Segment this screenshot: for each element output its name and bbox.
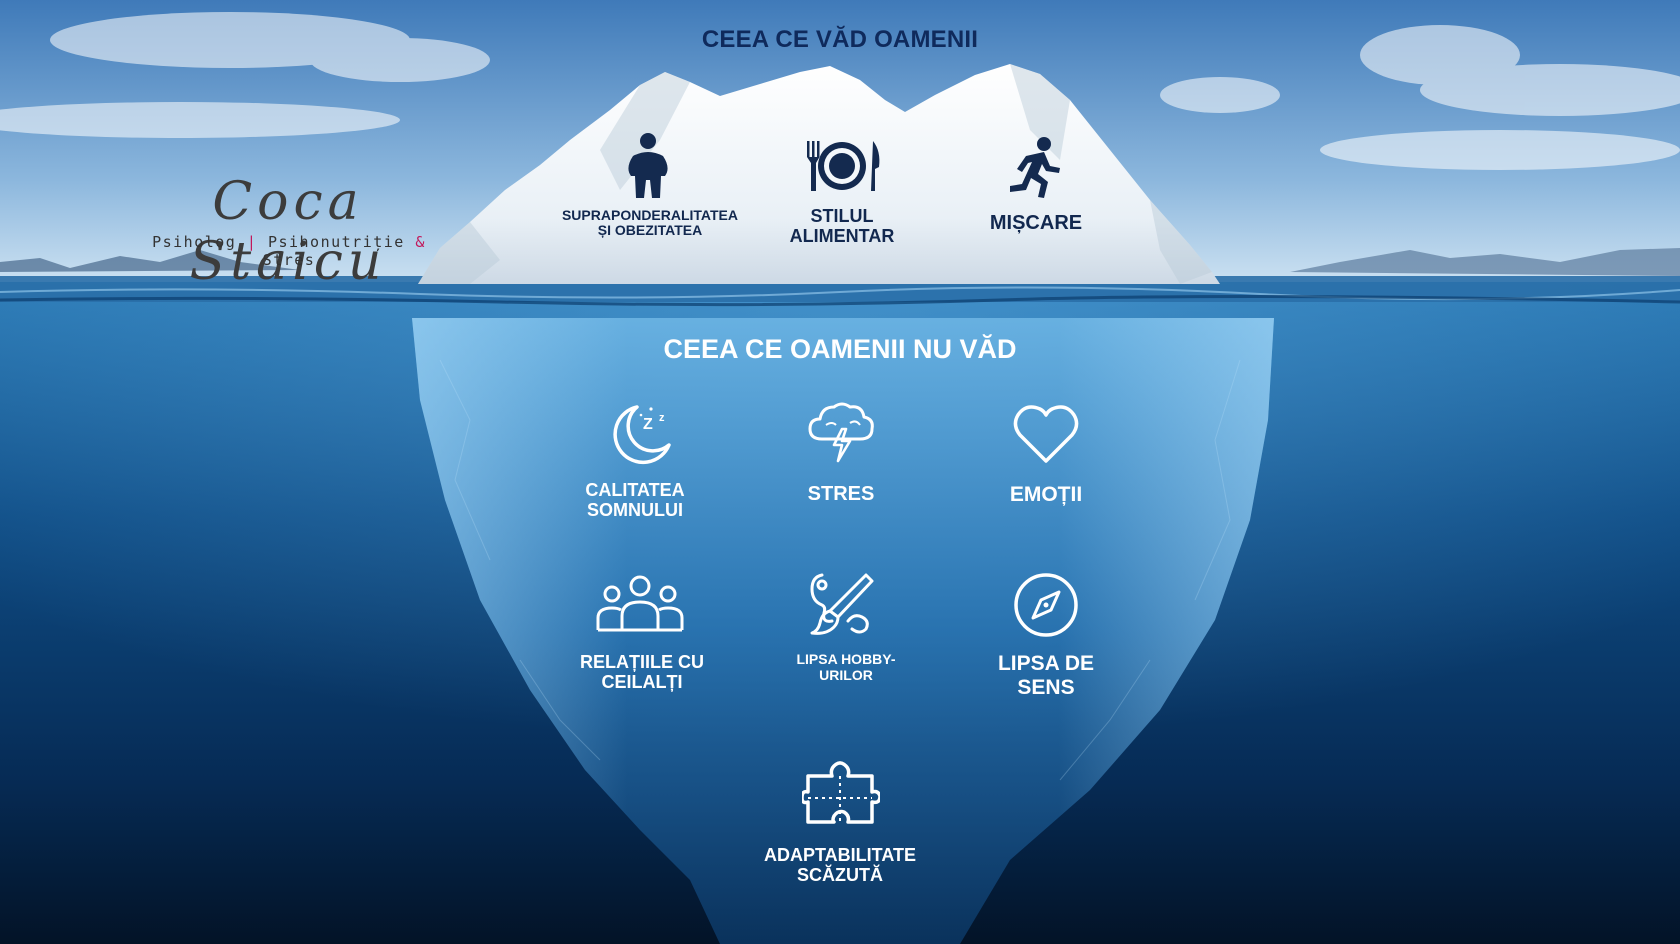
brand-tagline-psihonutritie: Psihonutriție — [267, 233, 405, 251]
svg-text:Z: Z — [643, 416, 653, 433]
iceberg-shading — [418, 64, 1212, 284]
label-lipsa-de-sens: LIPSA DE SENS — [997, 652, 1095, 699]
label-emotii: EMOȚII — [1009, 483, 1083, 506]
brand-name: Coca Staicu — [189, 172, 387, 292]
moon-sleep-icon: Z z — [613, 405, 671, 465]
label-lipsa-hobby: LIPSA HOBBY- URILOR — [796, 651, 896, 683]
brand-separator: | — [246, 233, 258, 251]
mountains-left — [0, 250, 300, 272]
paint-palette-icon — [810, 573, 874, 635]
group-people-icon — [596, 575, 684, 632]
brand-tagline: Psiholog | Psihonutriție & Stres — [126, 233, 452, 269]
mountains-right — [1290, 248, 1680, 276]
storm-cloud-icon — [808, 402, 874, 463]
label-relatiile: RELAȚIILE CU CEILALȚI — [580, 652, 704, 693]
label-miscare: MIȘCARE — [989, 212, 1083, 234]
headline-hidden: CEEA CE OAMENII NU VĂD — [663, 334, 1017, 364]
brand-tagline-stres: Stres — [262, 251, 316, 269]
brand-tagline-psiholog: Psiholog — [152, 233, 237, 251]
plate-cutlery-icon — [807, 141, 880, 191]
body-person-icon — [628, 133, 668, 198]
label-supraponderalitatea: SUPRAPONDERALITATEA ȘI OBEZITATEA — [561, 207, 739, 239]
clouds — [0, 12, 1680, 170]
headline-visible: CEEA CE VĂD OAMENII — [701, 26, 979, 53]
label-adaptabilitate: ADAPTABILITATE SCĂZUTĂ — [764, 845, 916, 886]
running-person-icon — [1010, 137, 1060, 198]
label-stilul-alimentar: STILUL ALIMENTAR — [789, 206, 895, 246]
label-calitatea-somnului: CALITATEA SOMNULUI — [585, 480, 685, 521]
svg-text:z: z — [659, 412, 665, 424]
brand-ampersand: & — [415, 233, 426, 251]
iceberg-tip — [418, 64, 1220, 284]
heart-icon — [1013, 405, 1079, 463]
puzzle-piece-icon — [802, 761, 880, 824]
iceberg-texture — [439, 359, 1241, 781]
label-stres: STRES — [807, 483, 875, 505]
compass-icon — [1014, 573, 1078, 637]
